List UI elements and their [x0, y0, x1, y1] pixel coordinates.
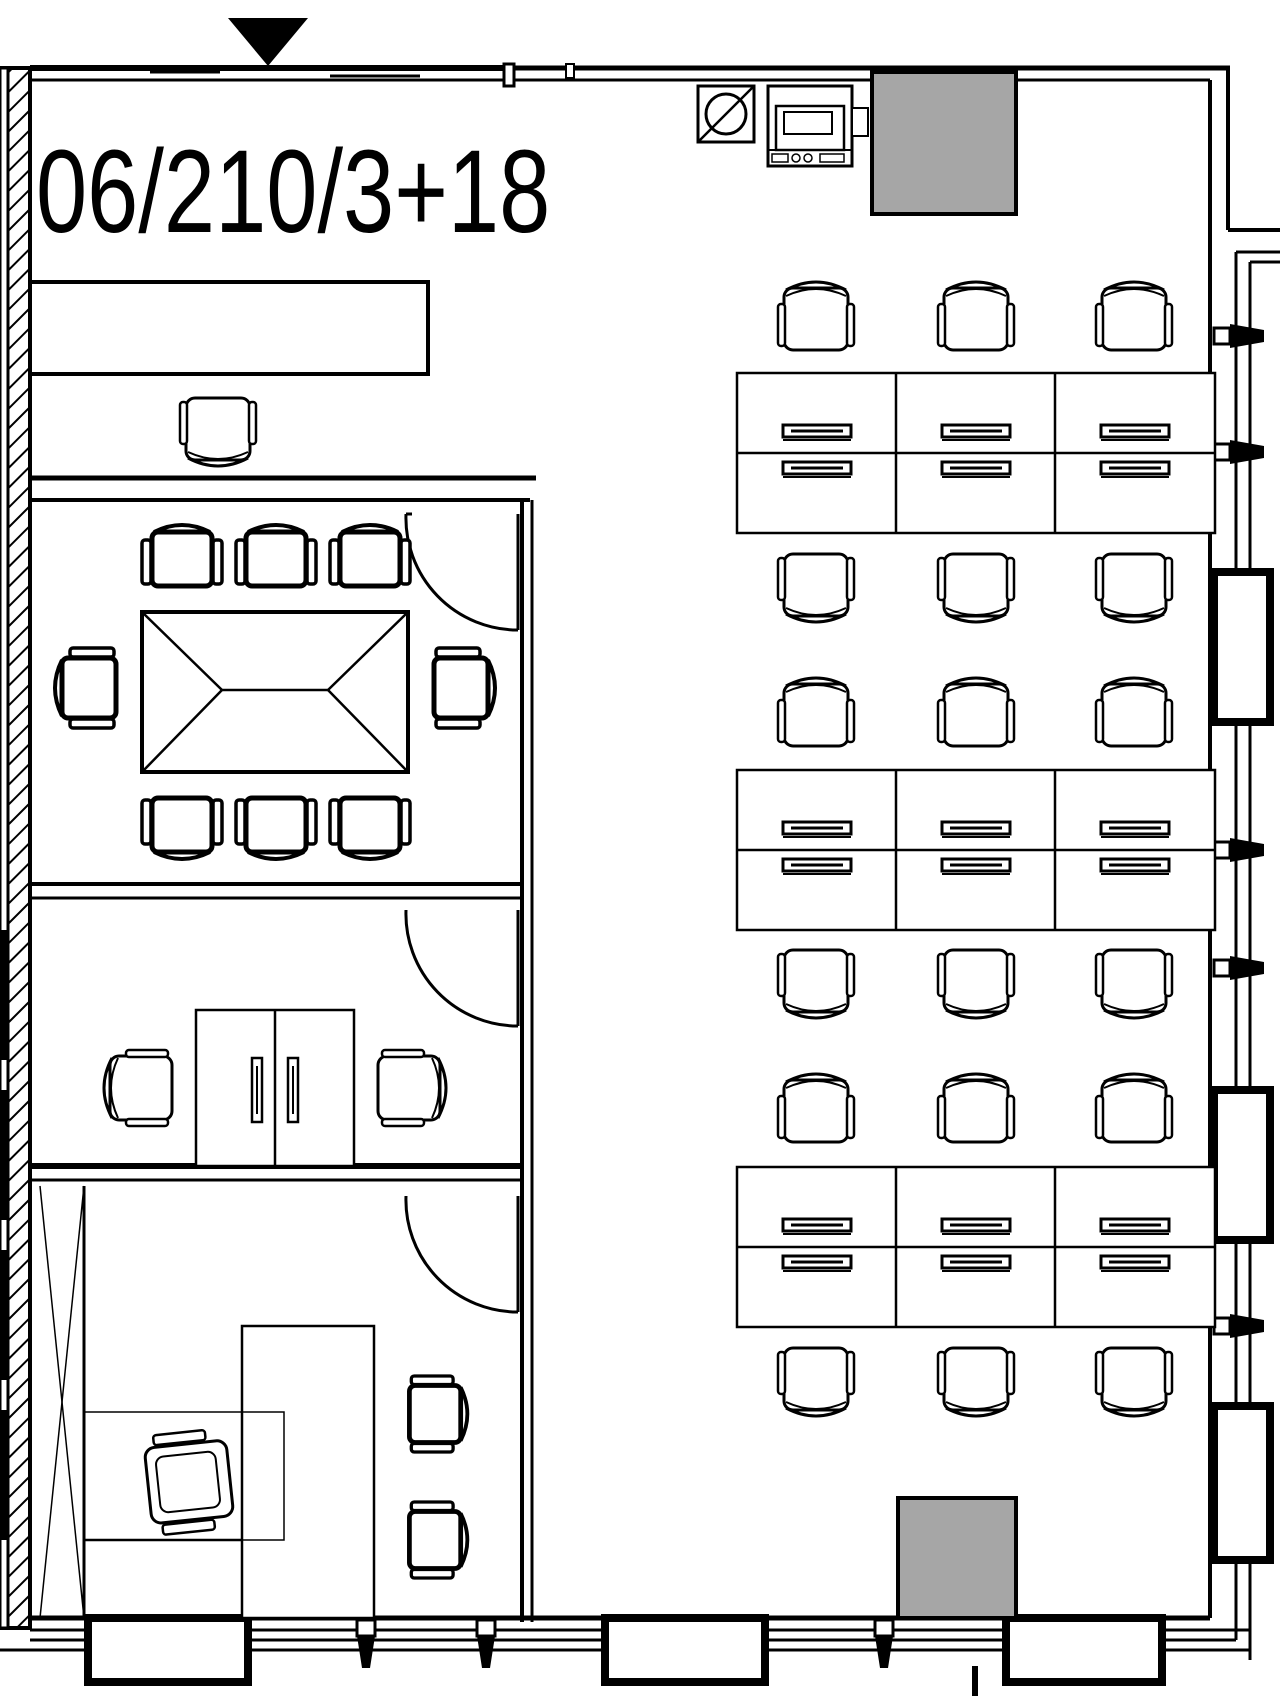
visitor-chairs [409, 1376, 467, 1578]
meeting-table [140, 610, 410, 774]
windows [84, 568, 1274, 1686]
partition-walls [30, 475, 536, 1622]
storage-cabinet [194, 1008, 356, 1168]
top-wall [30, 62, 1230, 88]
workstation-block-2 [737, 770, 1215, 930]
reception-counter [28, 280, 430, 376]
hvac-unit-icon [696, 84, 756, 144]
reception-chair [178, 396, 258, 468]
printer-icon [766, 84, 869, 168]
column-bottom [896, 1496, 1018, 1620]
manager-chair [143, 1429, 235, 1536]
manager-desk [83, 1324, 376, 1620]
workstation-block-1 [737, 373, 1215, 533]
left-hatched-wall [0, 66, 32, 1630]
room-number-label: 06/210/3+18 [36, 126, 550, 258]
doors [404, 512, 520, 1314]
workstation-block-3 [737, 1167, 1215, 1327]
column-top [870, 70, 1018, 216]
entrance-arrow [228, 18, 308, 66]
